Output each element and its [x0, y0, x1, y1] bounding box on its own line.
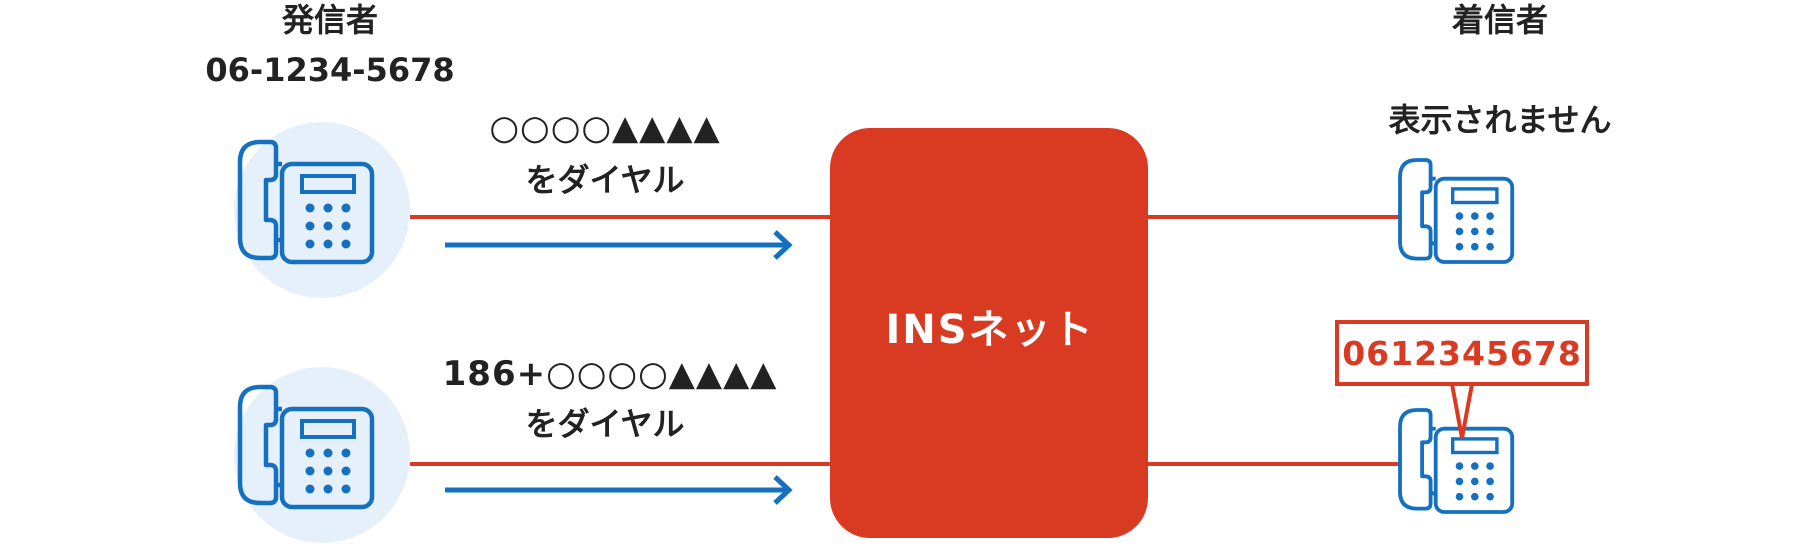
dial-action-top: をダイヤル — [525, 161, 685, 199]
callee-title: 着信者 — [1451, 1, 1548, 39]
desk-phone-icon — [1398, 158, 1515, 264]
right-arrow-icon — [445, 230, 793, 260]
callee-phone-top — [1398, 158, 1515, 264]
callee-not-shown-text: 表示されません — [1388, 101, 1612, 139]
caller-id-number: 0612345678 — [1342, 333, 1582, 373]
caller-title: 発信者 — [281, 1, 378, 39]
desk-phone-icon — [1398, 408, 1515, 514]
dial-number-top: ○○○○▲▲▲▲ — [489, 108, 721, 148]
caller-phone-top — [234, 122, 410, 298]
network-box — [830, 128, 1148, 538]
caller-number: 06-1234-5678 — [205, 51, 455, 89]
caller-phone-bottom — [234, 367, 410, 543]
callee-phone-bottom — [1398, 408, 1515, 514]
dial-number-bottom: 186+○○○○▲▲▲▲ — [442, 354, 778, 394]
right-arrow-icon — [445, 475, 793, 505]
network-label: INSネット — [885, 307, 1095, 353]
caller-id-callout: 0612345678 — [1335, 320, 1589, 386]
dial-action-bottom: をダイヤル — [525, 405, 685, 443]
callout-pointer — [1450, 383, 1474, 439]
